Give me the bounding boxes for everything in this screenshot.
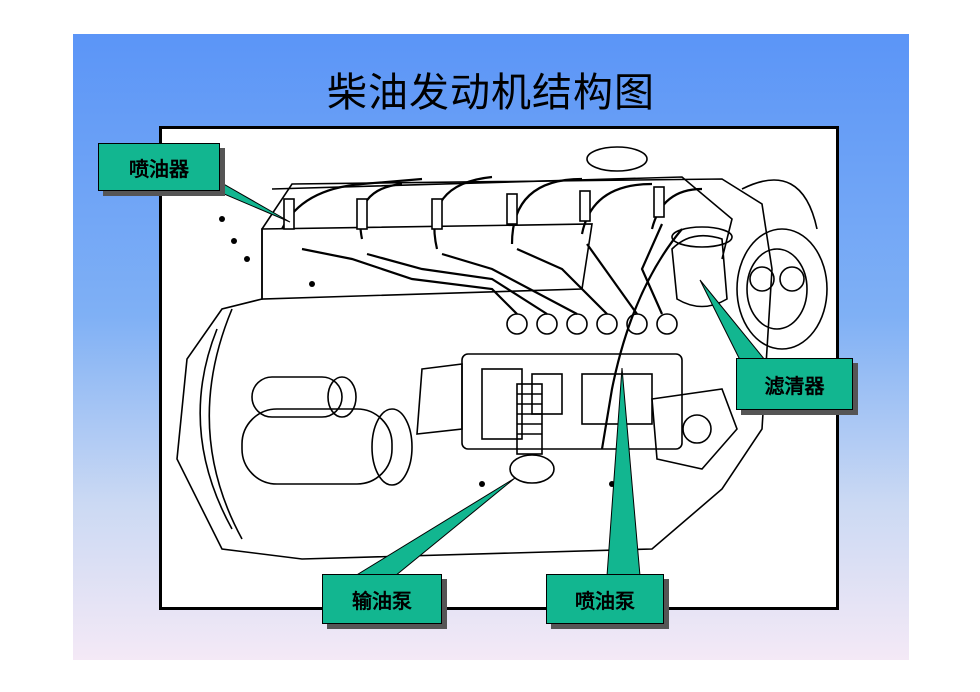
callout-filter: 滤清器	[736, 358, 853, 410]
callout-injection-pump: 喷油泵	[546, 574, 664, 624]
callout-injector: 喷油器	[98, 143, 220, 191]
callout-transfer-pump: 输油泵	[322, 574, 442, 624]
page-title: 柴油发动机结构图	[327, 70, 655, 116]
slide-background: 柴油发动机结构图	[73, 34, 909, 660]
engine-illustration	[176, 146, 828, 560]
